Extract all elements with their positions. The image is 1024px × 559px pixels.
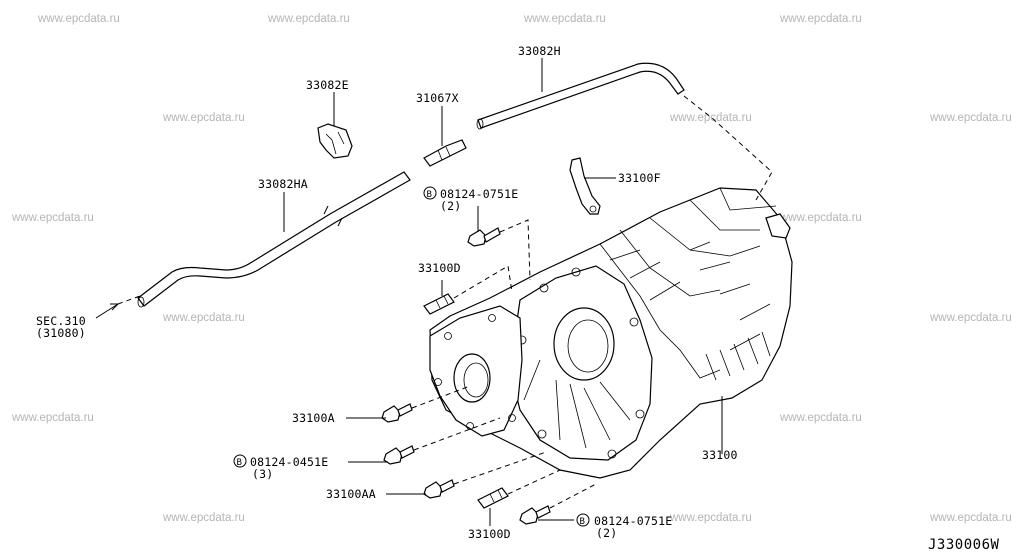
watermark: www.epcdata.ru bbox=[37, 13, 120, 25]
watermark: www.epcdata.ru bbox=[162, 112, 245, 124]
badge-b-bottom: B bbox=[576, 513, 590, 527]
svg-text:B: B bbox=[237, 458, 243, 468]
bolt-b-bottom bbox=[519, 505, 551, 525]
label-sec-310: SEC.310 bbox=[36, 314, 86, 328]
label-qty-bottom: (2) bbox=[596, 526, 617, 540]
watermark: www.epcdata.ru bbox=[929, 112, 1012, 124]
svg-text:B: B bbox=[580, 517, 586, 527]
watermark: www.epcdata.ru bbox=[779, 212, 862, 224]
label-33100d-top: 33100D bbox=[418, 261, 461, 275]
label-qty-mid: (3) bbox=[252, 467, 273, 481]
diagram-code: J330006W bbox=[928, 537, 1000, 553]
stud-bottom bbox=[477, 487, 509, 509]
watermark: www.epcdata.ru bbox=[11, 412, 94, 424]
watermark: www.epcdata.ru bbox=[779, 13, 862, 25]
watermark: www.epcdata.ru bbox=[523, 13, 606, 25]
bracket bbox=[569, 157, 601, 215]
watermark: www.epcdata.ru bbox=[267, 13, 350, 25]
watermark: www.epcdata.ru bbox=[929, 512, 1012, 524]
watermark: www.epcdata.ru bbox=[669, 112, 752, 124]
bolt-b-top bbox=[467, 227, 501, 247]
label-08124-0751e-top: 08124-0751E bbox=[440, 187, 518, 201]
clip bbox=[317, 123, 353, 159]
hose-upper bbox=[476, 62, 685, 130]
bolt-a bbox=[381, 403, 413, 423]
callout-labels: 33082H 33082E 31067X 33082HA 33100F B 08… bbox=[36, 44, 1000, 553]
label-33082ha: 33082HA bbox=[258, 177, 308, 191]
label-33100f: 33100F bbox=[618, 171, 661, 185]
watermark: www.epcdata.ru bbox=[779, 412, 862, 424]
label-33100d-bottom: 33100D bbox=[468, 527, 511, 541]
label-qty-top: (2) bbox=[440, 199, 461, 213]
badge-b-top: B bbox=[423, 186, 437, 200]
bolt-b-mid bbox=[383, 445, 415, 465]
label-33082e: 33082E bbox=[306, 78, 349, 92]
watermark: www.epcdata.ru bbox=[162, 312, 245, 324]
leader-lines bbox=[95, 58, 723, 526]
watermark: www.epcdata.ru bbox=[162, 512, 245, 524]
stud-top bbox=[423, 293, 455, 315]
badge-b-mid: B bbox=[233, 454, 247, 468]
watermark-layer: www.epcdata.ru www.epcdata.ru www.epcdat… bbox=[11, 13, 1012, 524]
hose-lower bbox=[137, 171, 411, 308]
bolt-aa bbox=[423, 479, 455, 499]
connector bbox=[423, 139, 467, 167]
transfer-case bbox=[429, 187, 793, 479]
assembly-lines bbox=[117, 95, 773, 509]
watermark: www.epcdata.ru bbox=[669, 512, 752, 524]
watermark: www.epcdata.ru bbox=[929, 312, 1012, 324]
label-33100: 33100 bbox=[702, 448, 738, 462]
label-33082h: 33082H bbox=[518, 44, 561, 58]
label-33100aa: 33100AA bbox=[326, 487, 376, 501]
svg-text:B: B bbox=[427, 190, 433, 200]
label-08124-0751e-bottom: 08124-0751E bbox=[594, 514, 672, 528]
label-31080: (31080) bbox=[36, 326, 86, 340]
label-33100a: 33100A bbox=[292, 411, 335, 425]
label-08124-0451e: 08124-0451E bbox=[250, 455, 328, 469]
watermark: www.epcdata.ru bbox=[11, 212, 94, 224]
label-31067x: 31067X bbox=[416, 91, 459, 105]
